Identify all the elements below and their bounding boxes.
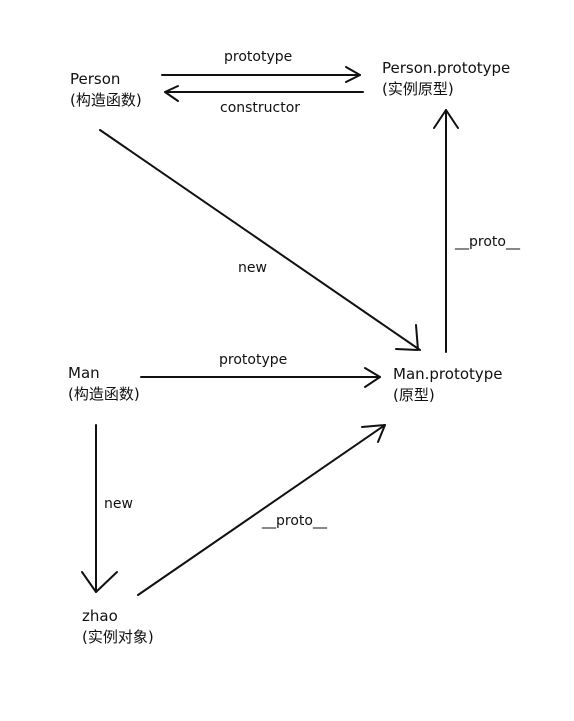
edge-label-person-constructor: constructor (220, 100, 301, 116)
node-person-prototype-name: Person.prototype (382, 59, 511, 77)
node-person-desc: (构造函数) (70, 91, 142, 109)
node-man-prototype-desc: (原型) (393, 386, 435, 404)
node-person: Person (构造函数) (70, 69, 142, 111)
edge-person-constructor (164, 85, 364, 102)
node-person-prototype-desc: (实例原型) (382, 80, 454, 98)
edge-man-new (81, 424, 118, 593)
node-man-name: Man (68, 364, 100, 382)
edge-label-man-prototype-proto: __proto__ (455, 234, 520, 250)
node-person-prototype: Person.prototype (实例原型) (382, 58, 510, 100)
edge-label-person-prototype: prototype (224, 49, 293, 65)
edge-person-prototype (161, 66, 361, 83)
node-zhao: zhao (实例对象) (82, 606, 154, 648)
node-man-prototype-name: Man.prototype (393, 365, 503, 383)
edge-label-man-new: new (104, 496, 133, 512)
edge-label-zhao-proto: __proto__ (262, 513, 327, 529)
node-man: Man (构造函数) (68, 363, 140, 405)
edge-man-prototype (140, 367, 381, 388)
node-zhao-desc: (实例对象) (82, 628, 154, 646)
node-man-desc: (构造函数) (68, 385, 140, 403)
node-person-name: Person (70, 70, 121, 88)
edge-label-person-new: new (238, 260, 267, 276)
edge-label-man-prototype: prototype (219, 352, 288, 368)
node-man-prototype: Man.prototype (原型) (393, 364, 503, 406)
edge-man-prototype-proto (433, 109, 459, 353)
edge-person-new (99, 129, 421, 351)
edge-zhao-proto (137, 424, 386, 596)
node-zhao-name: zhao (82, 607, 118, 625)
